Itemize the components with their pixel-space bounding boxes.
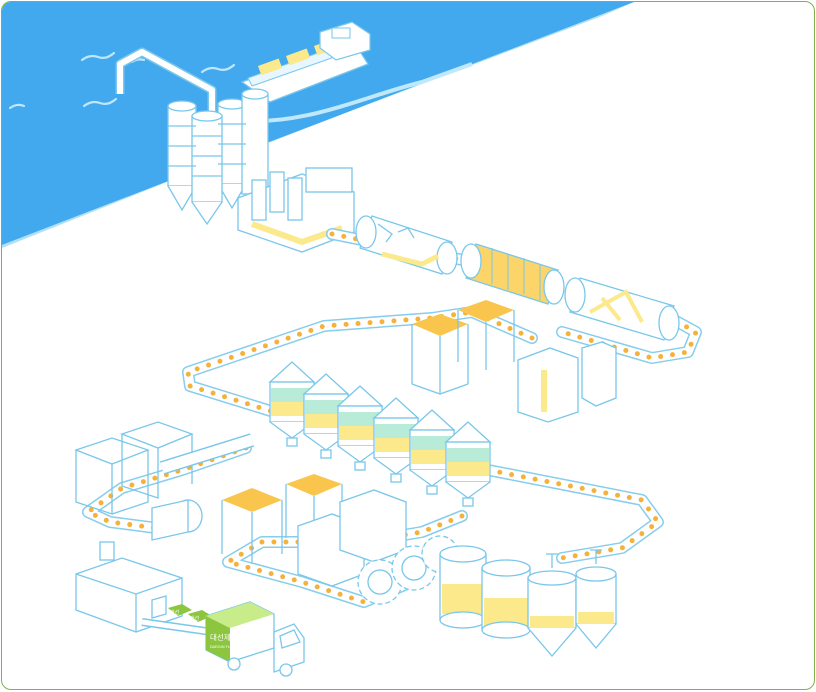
flour-bag: 대선 <box>168 604 192 616</box>
truck-brand-english: DAESUN FLOUR <box>210 645 238 649</box>
sifters-upper <box>411 300 617 423</box>
drum-2-roller <box>460 243 565 305</box>
conveyor-inner <box>483 465 663 563</box>
sifters-lower <box>221 474 407 587</box>
mixing-tank <box>268 361 316 447</box>
conveyor-dots <box>559 291 699 361</box>
waves <box>8 51 236 110</box>
drum-1 <box>355 215 458 275</box>
storage-tanks <box>439 545 617 657</box>
mixing-tank <box>336 385 384 471</box>
conveyor-dots <box>225 513 465 605</box>
mixing-tanks <box>268 361 492 507</box>
flour-bag: 대선 <box>188 610 212 622</box>
conveyor-dots <box>185 309 535 415</box>
wave-icon <box>200 63 236 74</box>
unloader-crane <box>115 47 217 114</box>
wave-icon <box>80 51 116 62</box>
mixing-tank <box>444 421 492 507</box>
delivery-truck: 대선제분 DAESUN FLOUR <box>205 601 305 677</box>
mixing-tank <box>408 409 456 495</box>
cargo-ship <box>240 21 371 103</box>
bag-tag-label: 대선 <box>170 609 180 616</box>
wave-icon <box>8 103 26 110</box>
cleaning-tank <box>237 167 355 253</box>
wave-icon <box>82 97 118 108</box>
drum-3 <box>564 277 680 341</box>
gears <box>357 535 459 605</box>
bag-tag-label: 대선 <box>190 615 200 622</box>
conveyor-inner <box>83 443 251 535</box>
left-equipment <box>74 421 255 541</box>
truck-brand-korean: 대선제분 <box>210 633 238 642</box>
port-silos <box>167 88 269 226</box>
flour-bags: 대선 대선 <box>168 604 212 622</box>
packing-house <box>75 541 213 636</box>
